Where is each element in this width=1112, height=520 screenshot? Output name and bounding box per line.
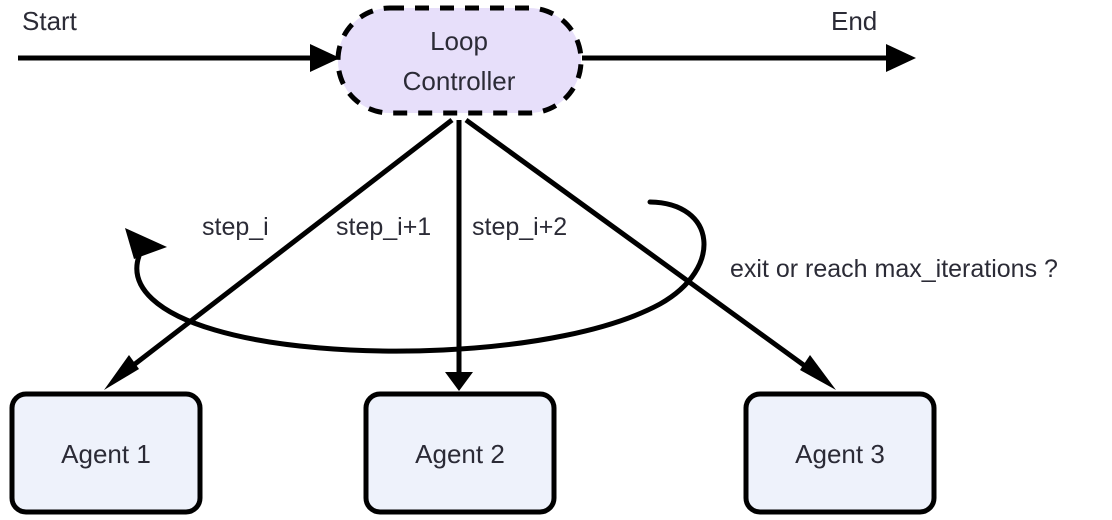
loop-controller-node[interactable]: Loop Controller <box>335 5 584 116</box>
loop-controller-label-line1: Loop <box>430 26 488 56</box>
edge-label-step-i-plus-2: step_i+2 <box>472 213 567 241</box>
edge-controller-to-agent-3 <box>464 117 836 390</box>
end-label: End <box>831 6 877 36</box>
start-arrow-head-icon <box>310 44 340 72</box>
loop-back-arrow-head-icon <box>125 228 167 259</box>
agent-1-node[interactable]: Agent 1 <box>9 391 203 515</box>
edge-agent-3-line <box>464 117 818 377</box>
edge-agent-1-arrow-head-icon <box>104 355 139 390</box>
loop-controller-shape <box>335 5 584 116</box>
edge-agent-1-line <box>120 118 454 376</box>
edge-label-step-i: step_i <box>202 213 269 241</box>
edge-label-step-i-plus-1: step_i+1 <box>336 213 431 241</box>
edge-controller-to-end <box>582 44 916 72</box>
loop-back-edge <box>125 199 707 354</box>
edge-controller-to-agent-2 <box>445 120 473 391</box>
agent-3-node[interactable]: Agent 3 <box>743 391 937 515</box>
loop-condition-label: exit or reach max_iterations ? <box>730 255 1058 283</box>
loop-controller-label-line2: Controller <box>403 66 516 96</box>
agent-2-node[interactable]: Agent 2 <box>363 391 557 515</box>
loop-back-curve-path <box>134 199 707 354</box>
agent-1-label: Agent 1 <box>61 439 151 469</box>
start-label: Start <box>22 6 78 36</box>
agent-3-label: Agent 3 <box>795 439 885 469</box>
edge-agent-3-arrow-head-icon <box>800 355 836 390</box>
edge-start-to-controller <box>18 44 340 72</box>
agent-2-label: Agent 2 <box>415 439 505 469</box>
edge-controller-to-agent-1 <box>104 118 454 390</box>
agent-3-box <box>743 391 937 515</box>
end-arrow-head-icon <box>886 44 916 72</box>
agent-1-box <box>9 391 203 515</box>
agent-2-box <box>363 391 557 515</box>
edge-agent-2-arrow-head-icon <box>445 372 473 391</box>
